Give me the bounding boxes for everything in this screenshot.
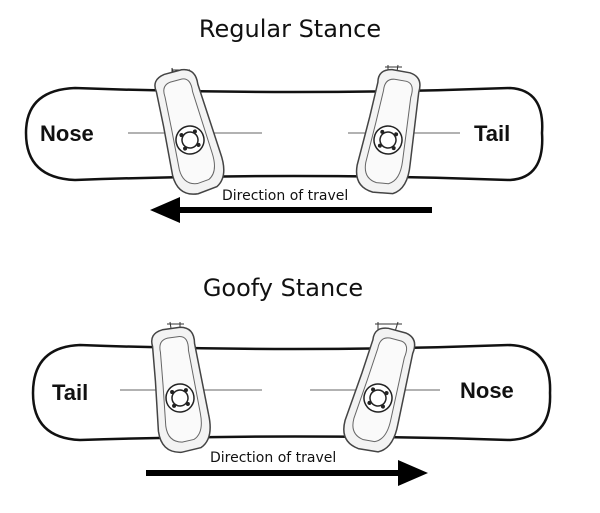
regular-stance-panel: Regular Stance Nose Tail Direction of tr… <box>24 15 544 223</box>
goofy-stance-title: Goofy Stance <box>203 274 363 302</box>
regular-direction-label: Direction of travel <box>222 188 348 204</box>
regular-stance-title: Regular Stance <box>199 15 381 43</box>
regular-tail-label: Tail <box>474 121 510 146</box>
goofy-nose-label: Nose <box>460 378 514 403</box>
goofy-tail-label: Tail <box>52 380 88 405</box>
regular-direction-arrow <box>150 197 432 223</box>
regular-snowboard <box>24 86 544 182</box>
goofy-left-binding <box>120 321 262 456</box>
regular-rear-binding <box>348 64 460 199</box>
regular-front-binding <box>128 64 262 200</box>
goofy-direction-arrow <box>146 460 428 486</box>
goofy-direction-label: Direction of travel <box>210 450 336 466</box>
goofy-stance-panel: Goofy Stance Tail Nose Direction of trav… <box>31 274 552 486</box>
goofy-right-binding <box>310 321 440 458</box>
regular-nose-label: Nose <box>40 121 94 146</box>
